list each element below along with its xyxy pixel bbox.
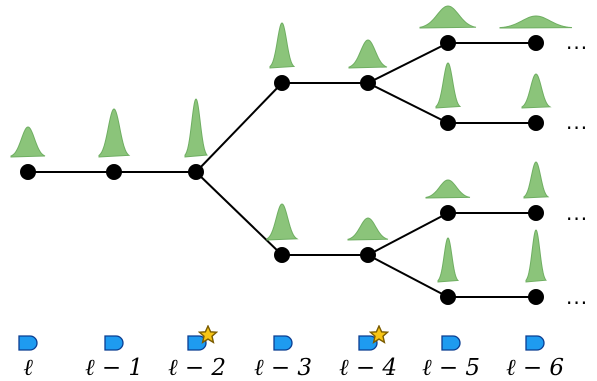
- step-label-4: ℓ − 4: [339, 355, 397, 381]
- distribution-curve-7: [435, 62, 462, 109]
- distribution-curve-9: [266, 203, 299, 241]
- step-marker-icon-1: [104, 335, 124, 351]
- tree-node-7: [440, 115, 456, 131]
- tree-node-5: [440, 35, 456, 51]
- step-label-0: ℓ: [23, 355, 33, 381]
- edge-12: [367, 254, 449, 298]
- distribution-curve-2: [184, 98, 208, 158]
- distribution-curve-1: [98, 108, 131, 158]
- edge-2: [195, 82, 283, 173]
- ellipsis-row-1: ...: [566, 30, 588, 54]
- ellipsis-row-3: ...: [566, 201, 588, 225]
- tree-node-2: [188, 164, 204, 180]
- step-marker-icon-0: [18, 335, 38, 351]
- step-markers: [18, 325, 545, 351]
- step-label-1: ℓ − 1: [85, 355, 143, 381]
- distribution-curve-14: [525, 229, 547, 283]
- distribution-curve-3: [269, 22, 296, 69]
- step-marker-icon-4: [358, 335, 378, 351]
- edge-7: [367, 82, 449, 124]
- step-label-3: ℓ − 3: [254, 355, 312, 381]
- distribution-curve-13: [437, 237, 460, 283]
- tree-node-10: [360, 247, 376, 263]
- step-marker-icon-2: [187, 335, 207, 351]
- step-labels: ℓ ℓ − 1 ℓ − 2 ℓ − 3 ℓ − 4 ℓ − 5 ℓ − 6: [23, 355, 564, 381]
- ellipsis-row-2: ...: [566, 110, 588, 134]
- tree-node-9: [274, 247, 290, 263]
- distribution-curve-5: [419, 5, 477, 29]
- tree-edges: [28, 42, 536, 298]
- step-marker-icon-5: [441, 335, 461, 351]
- edge-5: [367, 42, 449, 84]
- tree-node-13: [440, 289, 456, 305]
- edge-3: [195, 171, 283, 256]
- step-label-2: ℓ − 2: [168, 355, 226, 381]
- tree-node-11: [440, 205, 456, 221]
- tree-node-12: [528, 205, 544, 221]
- continuation-ellipses: ... ... ... ...: [566, 30, 588, 309]
- tree-node-4: [360, 75, 376, 91]
- distribution-curve-12: [523, 161, 550, 199]
- tree-node-1: [106, 164, 122, 180]
- distributions: [10, 5, 573, 283]
- step-label-6: ℓ − 6: [506, 355, 564, 381]
- tree-node-6: [528, 35, 544, 51]
- tree-node-0: [20, 164, 36, 180]
- tree-node-8: [528, 115, 544, 131]
- distribution-curve-10: [347, 217, 389, 241]
- tree-nodes: [20, 35, 544, 305]
- tree-node-14: [528, 289, 544, 305]
- edge-10: [367, 212, 449, 256]
- step-marker-icon-3: [273, 335, 293, 351]
- distribution-curve-4: [348, 39, 388, 69]
- distribution-curve-0: [10, 126, 46, 158]
- step-label-5: ℓ − 5: [422, 355, 480, 381]
- distribution-curve-6: [499, 15, 573, 29]
- tree-node-3: [274, 75, 290, 91]
- step-marker-icon-6: [525, 335, 545, 351]
- distribution-curve-11: [425, 179, 471, 199]
- ellipsis-row-4: ...: [566, 285, 588, 309]
- distribution-curve-8: [521, 73, 552, 109]
